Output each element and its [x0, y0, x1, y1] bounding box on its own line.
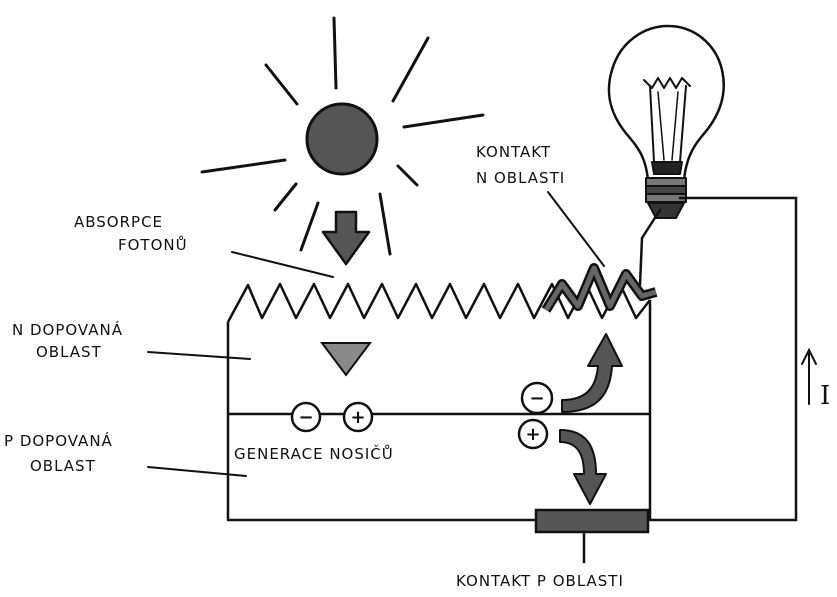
p-contact-label: KONTAKT P OBLASTI	[456, 572, 624, 590]
electron-symbol-moving: −	[529, 388, 544, 409]
n-region-label-line1: N DOPOVANÁ	[12, 320, 123, 339]
n-contact-label-line1: KONTAKT	[476, 143, 551, 161]
hole-carrier-moving: +	[517, 418, 549, 450]
down-triangle-icon	[320, 342, 372, 377]
p-contact	[534, 508, 650, 534]
n-contact-fill	[543, 265, 657, 312]
electron-flow-arrow-icon	[561, 333, 623, 413]
hole-flow-arrow-icon	[559, 429, 607, 505]
leader-lines	[147, 191, 605, 477]
light-bulb-icon	[607, 24, 725, 219]
n-region-label-line2: OBLAST	[36, 343, 102, 361]
p-region-label-line2: OBLAST	[30, 457, 96, 475]
generation-label: GENERACE NOSIČŮ	[234, 444, 394, 463]
photon-arrow-icon	[321, 210, 371, 266]
n-contact-label-line2: N OBLASTI	[476, 169, 565, 187]
current-label: I	[820, 381, 830, 411]
sun-icon	[200, 16, 485, 256]
current-arrow-icon	[801, 347, 817, 405]
hole-symbol: +	[350, 407, 365, 428]
p-region-label-line1: P DOPOVANÁ	[4, 431, 113, 450]
electron-carrier: −	[290, 401, 322, 433]
hole-carrier: +	[342, 401, 374, 433]
electron-symbol: −	[298, 407, 313, 428]
electron-carrier-moving: −	[520, 381, 554, 415]
circuit-wire	[582, 196, 798, 564]
absorption-label-line2: FOTONŮ	[118, 235, 188, 254]
absorption-label-line1: ABSORPCE	[74, 213, 163, 231]
hole-symbol-moving: +	[525, 424, 540, 445]
